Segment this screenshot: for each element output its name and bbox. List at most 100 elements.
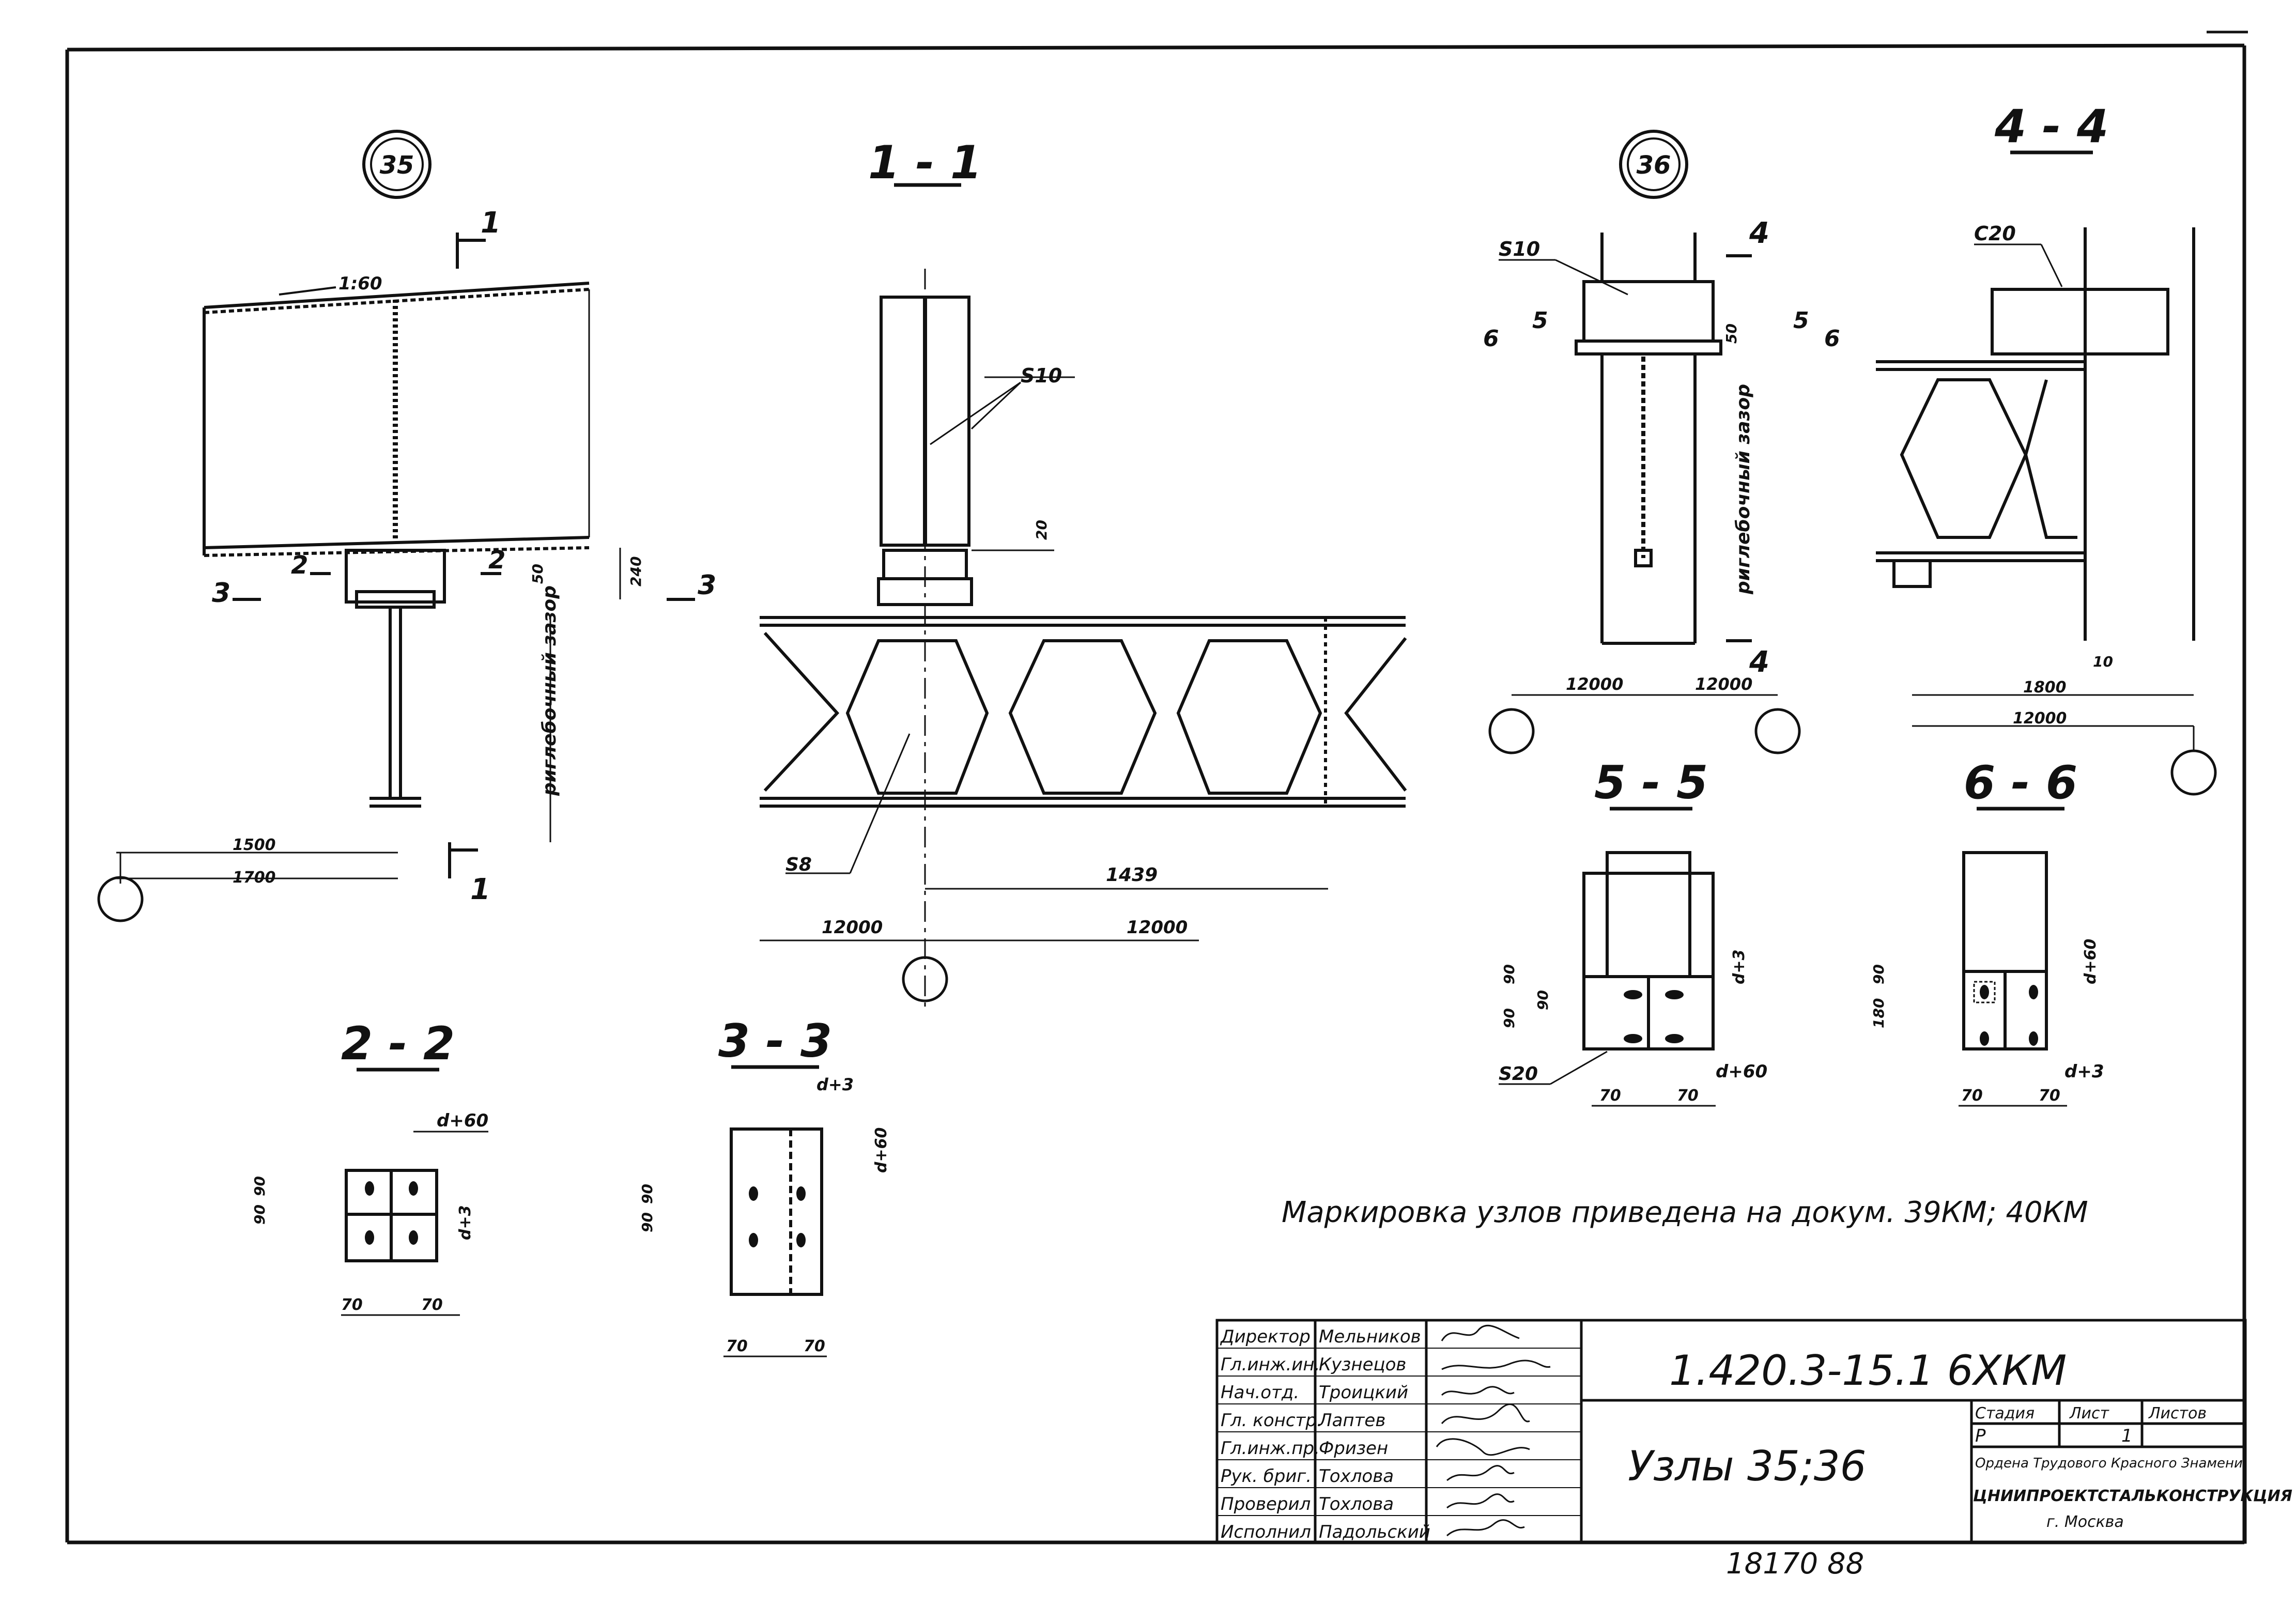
role-project-engineer: Гл.инж.пр.	[1221, 1438, 1320, 1459]
section-1-1-view: 1 - 1 S10 20 S8 14	[760, 136, 1407, 1013]
org-line-2: ЦНИИПРОЕКТСТАЛЬКОНСТРУКЦИЯ	[1973, 1487, 2292, 1505]
org-line-1: Ордена Трудового Красного Знамени	[1975, 1456, 2243, 1471]
role-checked: Проверил	[1221, 1494, 1311, 1515]
org-line-3: г. Москва	[2046, 1513, 2124, 1531]
dim-d3-3-3: d+3	[816, 1075, 854, 1094]
dim-d3-5-5: d+3	[1730, 950, 1748, 985]
marking-note: Маркировка узлов приведена на докум. 39К…	[1282, 1196, 2088, 1229]
name-director: Мельников	[1319, 1326, 1421, 1347]
stage-value: Р	[1975, 1426, 1986, 1446]
dim-d3-2-2: d+3	[456, 1206, 474, 1241]
dim-70b-6-6: 70	[2039, 1087, 2060, 1105]
dim-d60-3-3: d+60	[872, 1127, 890, 1173]
dim-12000-a: 12000	[822, 917, 883, 938]
role-dept-head: Нач.отд.	[1221, 1382, 1299, 1403]
dim-90c-5-5: 90	[1534, 990, 1551, 1010]
dim-90b-3-3: 90	[639, 1212, 656, 1232]
dim-12000-n36a: 12000	[1566, 674, 1623, 694]
dim-1500: 1500	[233, 836, 276, 854]
node-35-marker: 35	[380, 151, 414, 180]
cut-6-left: 6	[1483, 326, 1499, 352]
dim-240-n35: 240	[627, 557, 644, 586]
dim-1439: 1439	[1106, 864, 1158, 886]
role-chief-engineer: Гл.инж.ин.	[1221, 1354, 1320, 1375]
doc-code: 1.420.3-15.1 6ХКМ	[1669, 1347, 2067, 1395]
name-chief-engineer: Кузнецов	[1319, 1354, 1406, 1375]
dim-1700: 1700	[233, 869, 276, 887]
dim-12000-b: 12000	[1127, 917, 1188, 938]
dim-70b-3-3: 70	[804, 1337, 825, 1355]
section-3-3-view: 3 - 3 d+3 d+60 90 90 70 70	[639, 1014, 890, 1357]
s10-label-1-1: S10	[1021, 364, 1062, 387]
dim-d3-6-6: d+3	[2064, 1061, 2104, 1082]
section-6-6-view: 6 - 6 d+60 d+3 90 180 70 70	[1870, 756, 2104, 1107]
section-1-1-title: 1 - 1	[868, 136, 982, 189]
gap-label-n35: риглебочный зазор	[539, 585, 560, 796]
slope-label: 1:60	[338, 273, 382, 294]
dim-70b-2-2: 70	[421, 1296, 443, 1314]
grid-axis-bubble	[97, 876, 144, 922]
drawing-title: Узлы 35;36	[1628, 1442, 1867, 1490]
cut-5-left: 5	[1532, 307, 1548, 334]
cut-1-bottom: 1	[470, 873, 490, 906]
name-team-lead: Тохлова	[1319, 1466, 1394, 1487]
role-director: Директор	[1220, 1326, 1311, 1347]
section-5-5-title: 5 - 5	[1594, 756, 1708, 809]
cut-6-right: 6	[1824, 326, 1840, 352]
cut-4-bottom: 4	[1749, 645, 1769, 679]
dim-180-6-6: 180	[1870, 998, 1887, 1028]
sheet-frame	[65, 30, 2248, 1544]
dim-1800: 1800	[2023, 678, 2067, 697]
name-dept-head: Троицкий	[1319, 1382, 1408, 1403]
dim-90b-5-5: 90	[1501, 1008, 1518, 1028]
dim-50-n36: 50	[1723, 323, 1740, 344]
dim-d60-6-6: d+60	[2082, 939, 2100, 984]
dim-50-n35: 50	[529, 564, 546, 584]
cut-5-right: 5	[1793, 307, 1809, 334]
name-project-engineer: Фризен	[1319, 1438, 1388, 1459]
dim-90a-5-5: 90	[1501, 964, 1518, 984]
signatures	[1436, 1324, 1551, 1537]
c20-label: C20	[1974, 222, 2016, 245]
dim-10: 10	[2093, 653, 2113, 670]
cut-2-left: 2	[291, 551, 308, 580]
cut-4-top: 4	[1749, 217, 1769, 250]
s8-label: S8	[785, 854, 812, 875]
sheet-value: 1	[2121, 1426, 2133, 1446]
dim-12000-4-4: 12000	[2013, 709, 2067, 728]
section-6-6-title: 6 - 6	[1964, 756, 2077, 809]
title-block: Директор Мельников Гл.инж.ин. Кузнецов Н…	[1215, 1319, 2292, 1544]
dim-70a-6-6: 70	[1961, 1087, 1983, 1105]
node-35-view: 35 1:60	[97, 130, 716, 922]
dim-70a-5-5: 70	[1599, 1087, 1621, 1105]
grid-axis-bubble	[1754, 708, 1801, 754]
role-executed: Исполнил	[1221, 1522, 1311, 1542]
s10-label-36: S10	[1499, 238, 1540, 260]
sheet-header: Лист	[2069, 1404, 2110, 1423]
name-checked: Тохлова	[1319, 1494, 1394, 1515]
grid-axis-bubble	[1488, 708, 1535, 754]
cut-1-top: 1	[481, 206, 501, 240]
dim-70a-2-2: 70	[341, 1296, 363, 1314]
grid-axis-bubble	[2170, 749, 2217, 796]
dim-90a-3-3: 90	[639, 1184, 656, 1204]
dim-90-6-6: 90	[1870, 964, 1887, 984]
section-4-4-view: 4 - 4 C20 10 1800 12000	[1876, 100, 2217, 796]
name-chief-designer: Лаптев	[1318, 1410, 1385, 1431]
section-2-2-title: 2 - 2	[341, 1017, 455, 1070]
dim-d60-2-2: d+60	[437, 1110, 488, 1131]
section-5-5-view: 5 - 5 d+3 d+60 S20 90 90 90 70 70	[1499, 756, 1767, 1107]
name-executed: Падольский	[1319, 1522, 1430, 1542]
dim-70a-3-3: 70	[726, 1337, 748, 1355]
cut-3-right: 3	[698, 570, 716, 601]
node-36-view: 36 S10 4 4 6 6 5 5 50 риглебочный зазор …	[1483, 130, 1840, 754]
role-chief-designer: Гл. констр.	[1221, 1410, 1322, 1431]
dim-12000-n36b: 12000	[1695, 674, 1752, 694]
node-36-marker: 36	[1637, 151, 1671, 180]
section-4-4-title: 4 - 4	[1994, 100, 2108, 153]
gap-label-n36: риглебочный зазор	[1733, 384, 1754, 595]
dim-d60-5-5: d+60	[1716, 1061, 1767, 1082]
dim-70b-5-5: 70	[1677, 1087, 1699, 1105]
dim-90a-2-2: 90	[251, 1176, 268, 1196]
